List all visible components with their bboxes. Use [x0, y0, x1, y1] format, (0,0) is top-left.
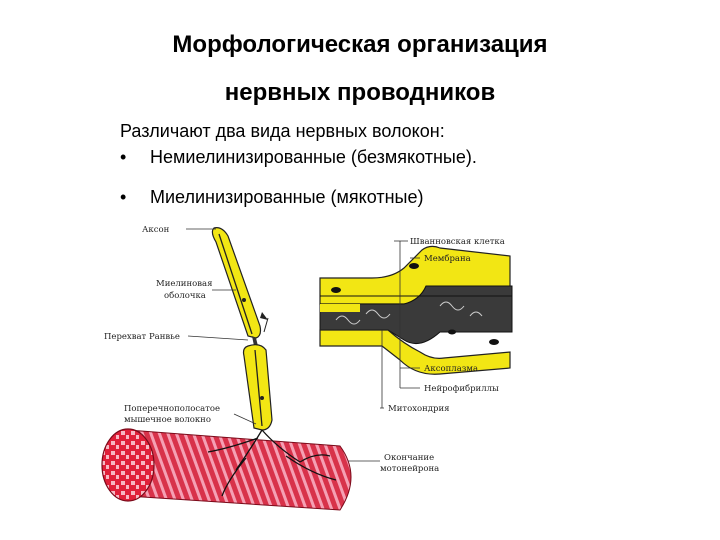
label-mitochondria: Митохондрия	[388, 404, 449, 414]
label-myelin-1: Миелиновая	[156, 279, 212, 289]
myelinated-fiber	[207, 227, 337, 497]
label-ranvier: Перехват Ранвье	[104, 332, 180, 342]
label-neurofibrils: Нейрофибриллы	[424, 383, 499, 394]
unmyelinated-fiber	[319, 245, 513, 375]
label-muscle-2: мышечное волокно	[124, 415, 211, 425]
label-axon: Аксон	[142, 225, 170, 235]
label-membrane: Мембрана	[424, 253, 471, 264]
leader-lines	[186, 228, 420, 462]
label-schwann: Шванновская клетка	[410, 237, 505, 247]
bullet-unmyelinated: Немиелинизированные (безмякотные).	[150, 147, 477, 167]
label-ending-2: мотонейрона	[380, 464, 439, 474]
bullet-marker: •	[120, 187, 127, 207]
intro-text: Различают два вида нервных волокон:	[120, 121, 445, 141]
label-axoplasm: Аксоплазма	[424, 364, 478, 374]
label-muscle-1: Поперечнополосатое	[124, 404, 220, 414]
slide-title-line-1: Морфологическая организация	[172, 31, 548, 58]
bullet-myelinated: Миелинизированные (мякотные)	[150, 187, 424, 207]
slide-title-line-2: нервных проводников	[224, 79, 496, 106]
label-myelin-2: оболочка	[164, 290, 206, 301]
label-ending-1: Окончание	[384, 453, 434, 463]
bullet-marker: •	[120, 147, 127, 167]
muscle-fiber	[101, 428, 352, 511]
